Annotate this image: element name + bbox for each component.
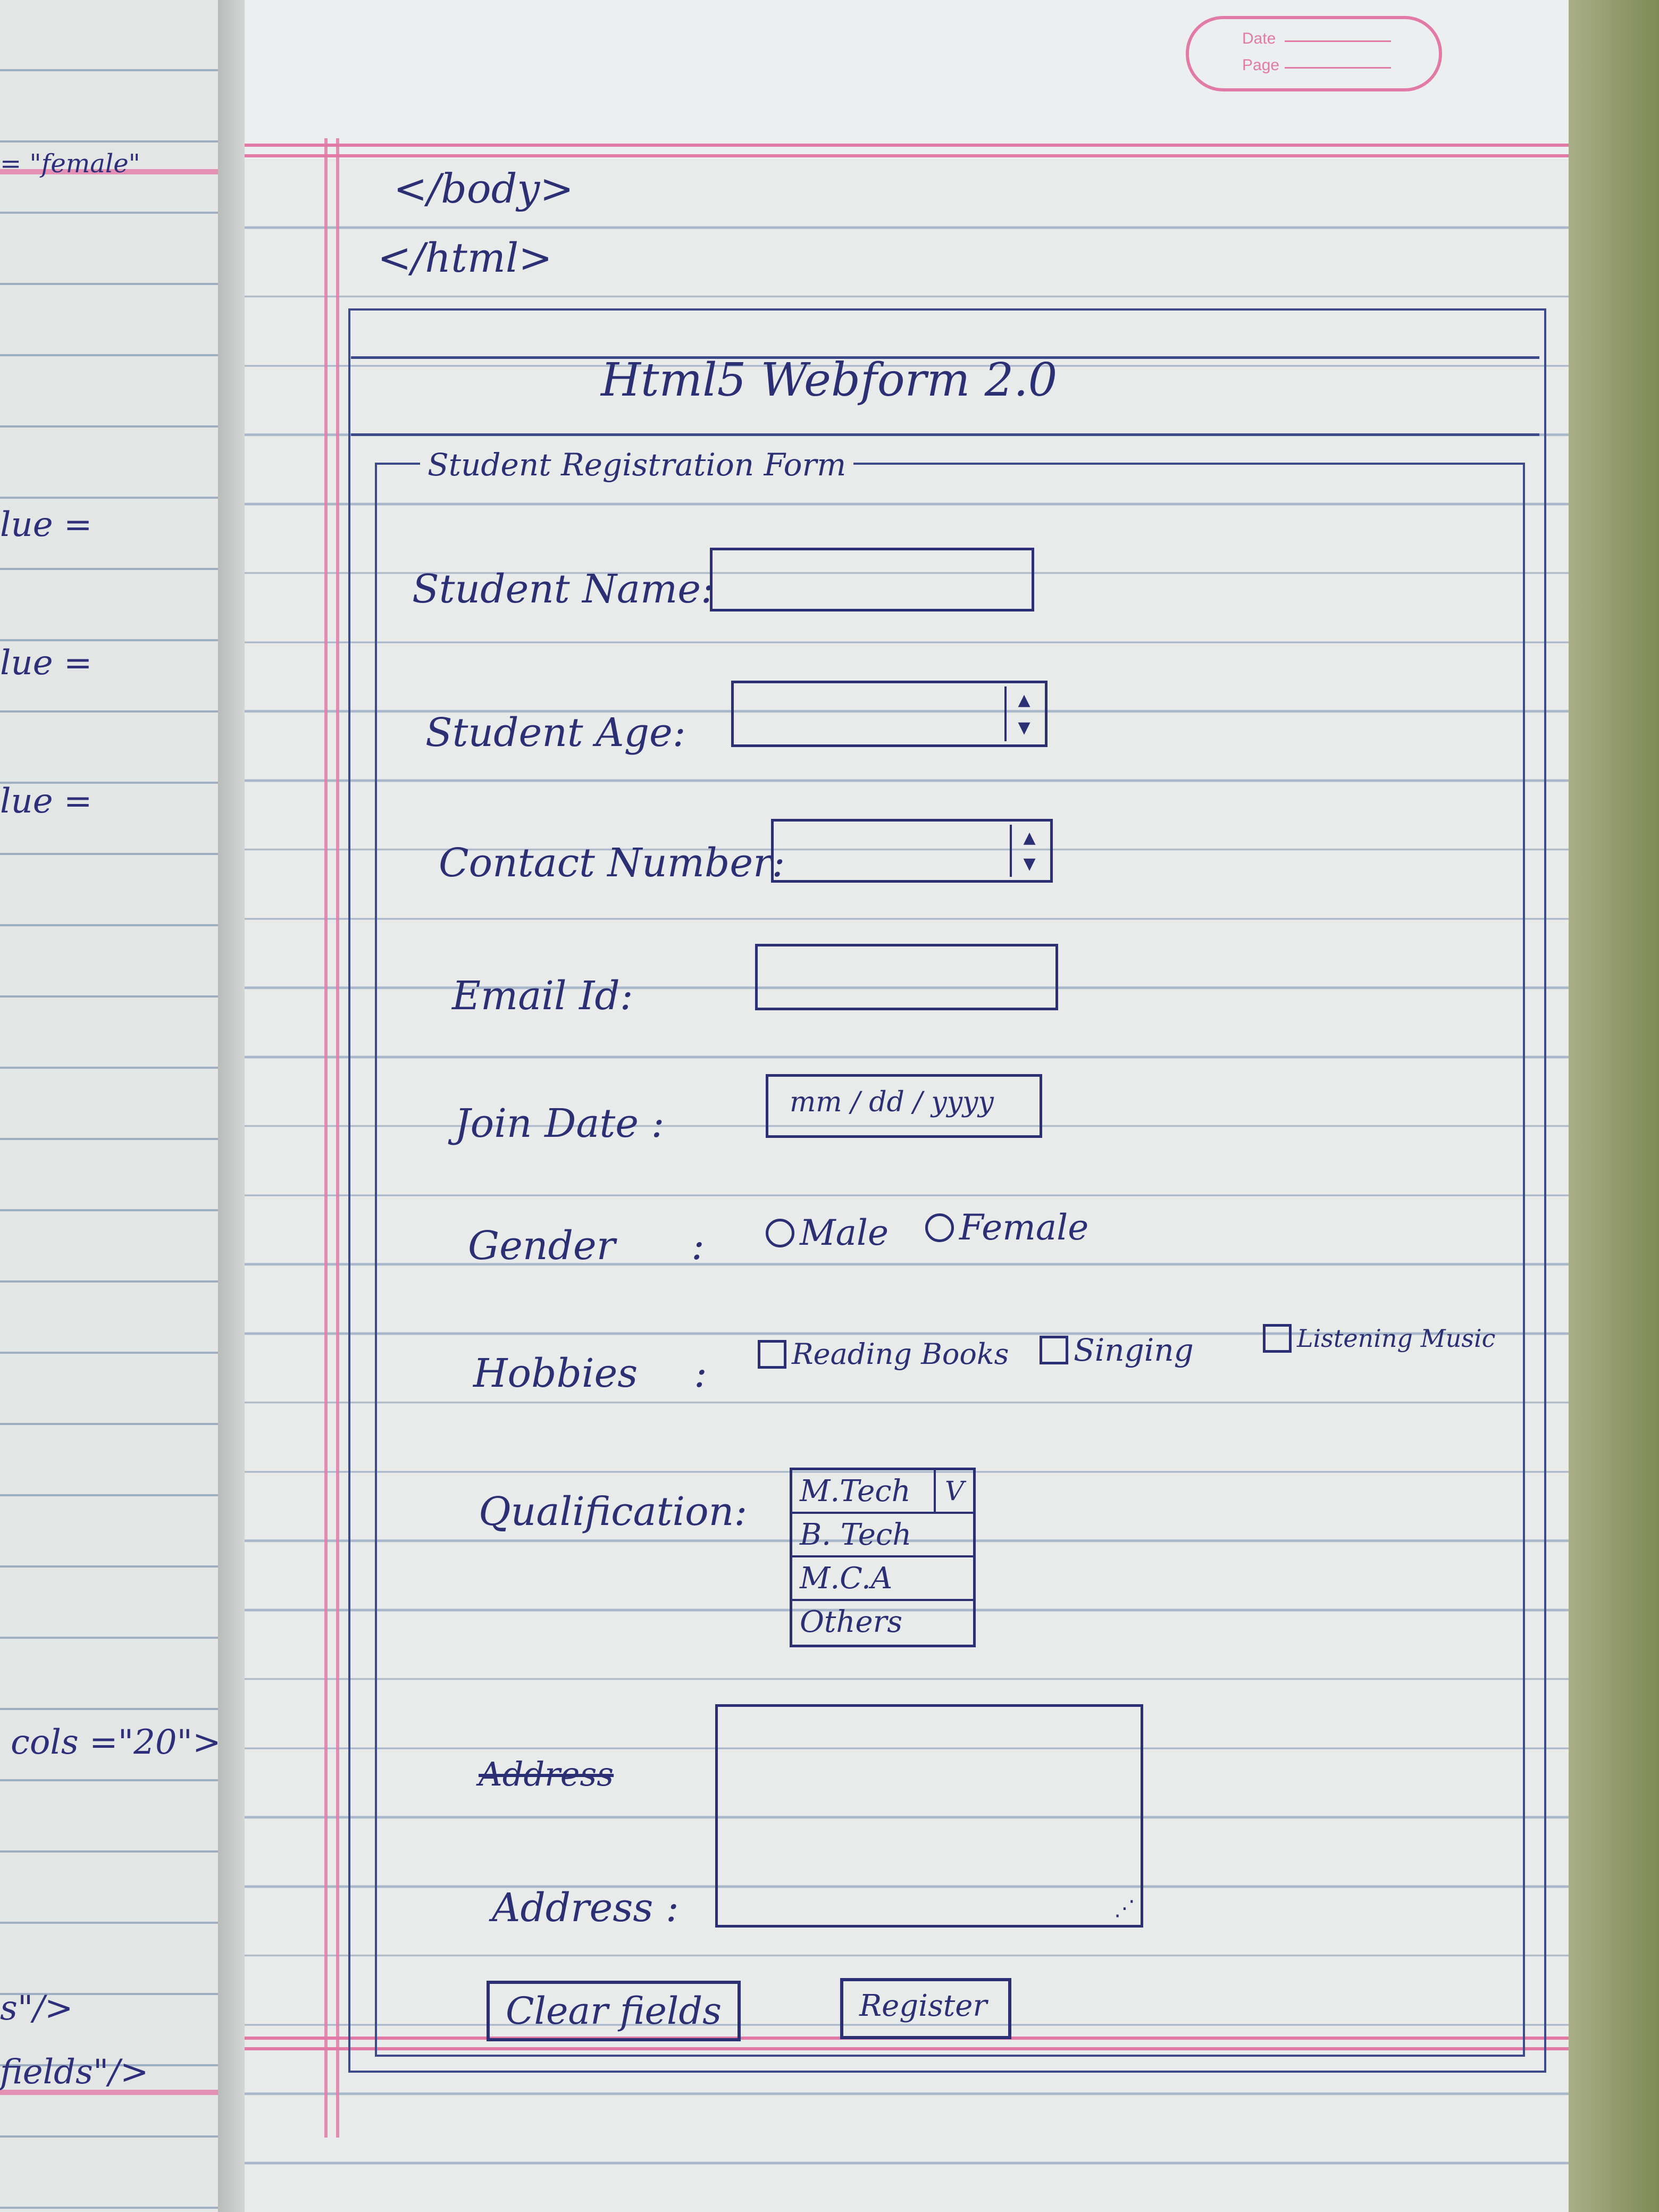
- qualification-label: Qualification:: [479, 1489, 748, 1535]
- left-note-s: s"/>: [0, 1989, 73, 2028]
- page-line: [1285, 67, 1391, 69]
- left-note-value-3: lue =: [0, 782, 93, 821]
- gender-label: Gender: [468, 1223, 616, 1269]
- left-notebook-page: = "female" lue = lue = lue = cols ="20">…: [0, 0, 229, 2212]
- email-input[interactable]: [755, 944, 1058, 1010]
- age-spinner[interactable]: ▲ ▼: [1004, 686, 1042, 741]
- student-name-label: Student Name:: [412, 566, 714, 612]
- page-label: Page: [1242, 56, 1280, 74]
- address-label: Address :: [492, 1885, 679, 1931]
- qualification-selected-option[interactable]: M.Tech V: [792, 1470, 973, 1514]
- registration-fieldset: [375, 463, 1525, 2057]
- code-line-body: </body>: [393, 165, 574, 212]
- right-notebook-page: [245, 0, 1569, 2212]
- join-date-placeholder: mm / dd / yyyy: [790, 1086, 994, 1118]
- female-radio[interactable]: [925, 1213, 954, 1242]
- male-radio-label: Male: [800, 1212, 889, 1253]
- singing-checkbox-label: Singing: [1074, 1332, 1194, 1368]
- student-age-label: Student Age:: [425, 710, 686, 756]
- reading-checkbox[interactable]: [758, 1339, 786, 1369]
- qualification-option[interactable]: B. Tech: [792, 1514, 973, 1557]
- left-page-margin-line: [0, 2090, 229, 2095]
- spinner-up-icon[interactable]: ▲: [1018, 691, 1030, 710]
- left-note-cols: cols ="20">: [11, 1723, 221, 1762]
- spinner-down-icon[interactable]: ▼: [1023, 854, 1036, 873]
- qualification-option[interactable]: Others: [800, 1605, 903, 1639]
- singing-checkbox[interactable]: [1040, 1336, 1068, 1364]
- student-age-number-input[interactable]: ▲ ▼: [731, 681, 1048, 747]
- date-label: Date: [1242, 30, 1276, 47]
- qualification-option[interactable]: M.C.A: [792, 1557, 973, 1601]
- page-edge-shadow: [1569, 0, 1659, 2212]
- email-label: Email Id:: [452, 973, 633, 1019]
- gender-separator: :: [691, 1223, 705, 1269]
- address-strikethrough: Address: [479, 1755, 614, 1794]
- date-line: [1285, 40, 1391, 42]
- gender-option-female[interactable]: Female: [925, 1207, 1088, 1248]
- listening-checkbox-label: Listening Music: [1297, 1324, 1496, 1353]
- gender-option-male[interactable]: Male: [766, 1212, 889, 1253]
- join-date-input[interactable]: mm / dd / yyyy: [766, 1074, 1042, 1138]
- hobby-singing[interactable]: Singing: [1040, 1332, 1194, 1368]
- clear-fields-button[interactable]: Clear fields: [487, 1981, 741, 2041]
- male-radio[interactable]: [766, 1218, 794, 1247]
- contact-number-input[interactable]: ▲ ▼: [771, 819, 1053, 883]
- spinner-up-icon[interactable]: ▲: [1023, 828, 1036, 847]
- hobbies-label: Hobbies: [473, 1351, 638, 1396]
- listening-checkbox[interactable]: [1263, 1324, 1292, 1353]
- resize-handle-icon[interactable]: ⋰: [1114, 1896, 1135, 1921]
- left-note-value-1: lue =: [0, 505, 93, 544]
- page-top-margin-line: [245, 154, 1569, 157]
- page-top-margin-line: [245, 144, 1569, 147]
- qualification-select[interactable]: M.Tech V B. Tech M.C.A Others: [790, 1468, 976, 1647]
- left-note-female: = "female": [0, 149, 140, 179]
- date-page-badge: Date Page: [1186, 16, 1442, 91]
- left-page-margin-line: [0, 169, 229, 174]
- page-left-margin-line: [324, 138, 328, 2138]
- window-title: Html5 Webform 2.0: [601, 354, 1058, 407]
- address-textarea[interactable]: ⋰: [715, 1704, 1143, 1928]
- contact-number-label: Contact Number:: [439, 840, 785, 886]
- page-bottom-margin-line: [245, 2047, 1569, 2050]
- browser-window-frame: [348, 308, 1546, 2073]
- hobbies-separator: :: [694, 1351, 707, 1396]
- chevron-down-icon[interactable]: V: [934, 1470, 973, 1512]
- female-radio-label: Female: [959, 1207, 1089, 1248]
- contact-spinner[interactable]: ▲ ▼: [1010, 825, 1047, 877]
- page-header-band: [245, 0, 1569, 160]
- hobby-reading[interactable]: Reading Books: [758, 1337, 1009, 1371]
- student-name-input[interactable]: [710, 548, 1034, 611]
- code-line-html: </html>: [378, 234, 552, 281]
- fieldset-legend: Student Registration Form: [420, 447, 854, 483]
- qualification-selected-text: M.Tech: [800, 1474, 911, 1509]
- register-button[interactable]: Register: [840, 1978, 1012, 2039]
- window-title-bar: [351, 356, 1539, 436]
- join-date-label: Join Date :: [455, 1101, 665, 1146]
- reading-checkbox-label: Reading Books: [792, 1337, 1009, 1371]
- hobby-listening[interactable]: Listening Music: [1263, 1324, 1495, 1353]
- page-left-margin-line: [336, 138, 339, 2138]
- left-note-fields: fields"/>: [0, 2052, 149, 2092]
- spinner-down-icon[interactable]: ▼: [1018, 718, 1030, 737]
- left-note-value-2: lue =: [0, 643, 93, 683]
